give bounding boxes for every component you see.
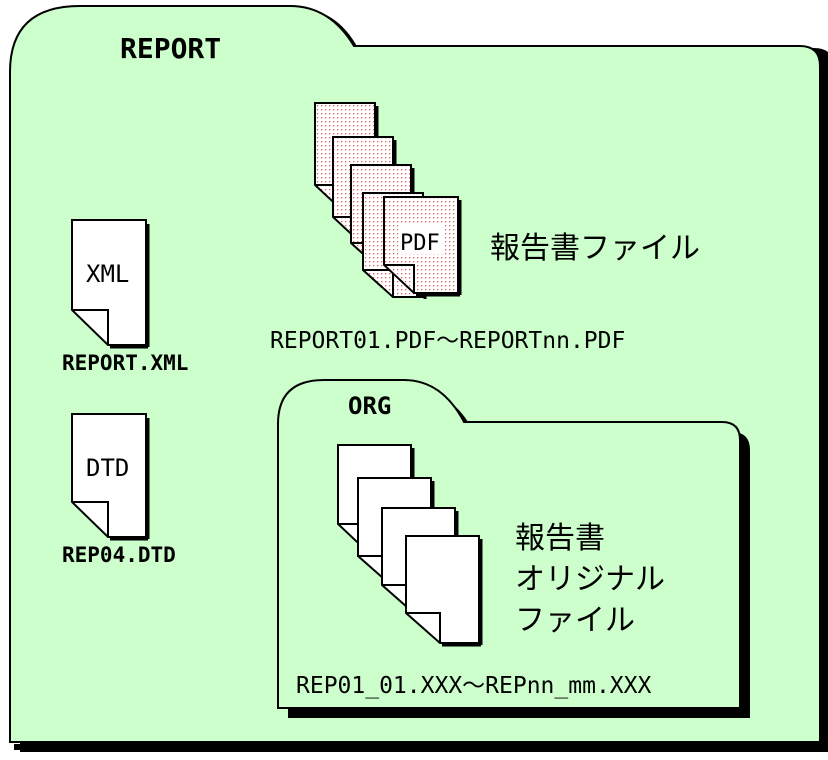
pdf-icon-label: PDF	[400, 231, 440, 256]
org-folder: ORG	[277, 379, 750, 718]
pdf-document-stack: PDF	[314, 102, 462, 299]
dtd-folded-corner	[72, 501, 109, 537]
xml-folded-corner	[72, 309, 109, 345]
xml-file: XML REPORT.XML	[62, 219, 188, 375]
pdf-page-front: PDF	[383, 196, 462, 297]
org-page-front	[405, 535, 483, 647]
pdf-description: 報告書ファイル	[490, 231, 700, 266]
xml-icon-label: XML	[86, 260, 129, 288]
org-filename-range: REP01_01.XXX～REPnn_mm.XXX	[296, 673, 651, 699]
xml-document-icon	[71, 219, 147, 346]
org-description-line-2: オリジナル	[515, 562, 665, 597]
dtd-icon-label: DTD	[86, 454, 129, 482]
org-description-line-1: 報告書	[515, 521, 605, 556]
org-folder-body	[277, 379, 741, 709]
org-description-line-3: ファイル	[515, 603, 635, 638]
xml-filename: REPORT.XML	[62, 351, 188, 375]
dtd-document-icon	[71, 413, 147, 538]
pdf-filename-range: REPORT01.PDF～REPORTnn.PDF	[270, 328, 625, 354]
org-document-stack	[337, 444, 483, 647]
dtd-filename: REP04.DTD	[62, 543, 176, 567]
org-folder-label: ORG	[348, 392, 391, 420]
dtd-file: DTD REP04.DTD	[62, 413, 176, 567]
report-folder-label: REPORT	[120, 32, 221, 65]
